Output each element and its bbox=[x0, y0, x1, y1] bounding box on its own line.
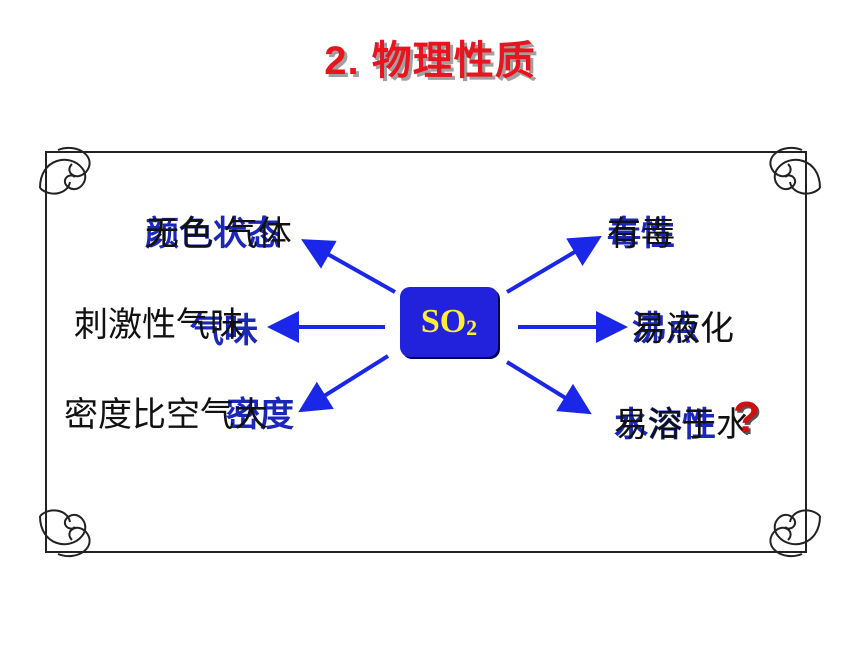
node-liquefaction-heading: 沸点 bbox=[632, 309, 700, 349]
node-color-state-text: 无色 气体 bbox=[145, 214, 292, 254]
node-toxicity-text: 有毒 bbox=[607, 214, 675, 254]
node-odor-text: 刺激性气味 bbox=[74, 305, 244, 345]
corner-ornament-bottom-left bbox=[39, 509, 91, 558]
corner-ornament-top-right bbox=[769, 146, 821, 195]
frame-border bbox=[45, 151, 807, 553]
node-solubility-text: 易溶于水 bbox=[614, 405, 750, 445]
arrow-to-solubility bbox=[505, 360, 592, 415]
node-toxicity: 毒性 有毒 bbox=[607, 217, 675, 251]
node-liquefaction-text: 易液化 bbox=[632, 309, 734, 349]
corner-ornament-top-left bbox=[39, 146, 91, 195]
node-odor-heading: 气味 bbox=[190, 311, 258, 351]
node-solubility-heading: 水溶性 bbox=[614, 405, 716, 445]
node-density-text: 密度比空气大 bbox=[64, 395, 268, 435]
corner-ornament-bottom-right bbox=[769, 509, 821, 558]
formula-text: SO bbox=[420, 303, 467, 340]
node-odor: 气味 刺激性气味 bbox=[74, 305, 258, 348]
formula-subscript: 2 bbox=[466, 315, 478, 340]
question-mark-icon: ? bbox=[733, 393, 760, 442]
arrow-to-toxicity bbox=[505, 235, 602, 294]
arrow-to-color-state bbox=[301, 239, 396, 294]
slide-title: 2. 物理性质 bbox=[324, 39, 536, 83]
node-solubility: 水溶性 易溶于水 bbox=[614, 408, 750, 442]
node-color-state: 颜色状态 无色 气体 bbox=[145, 217, 292, 251]
node-density: 密度 密度比空气大 bbox=[64, 395, 294, 435]
node-density-heading: 密度 bbox=[226, 395, 294, 435]
node-toxicity-heading: 毒性 bbox=[607, 214, 675, 254]
node-liquefaction: 沸点 易液化 bbox=[632, 312, 734, 346]
node-color-state-heading: 颜色状态 bbox=[145, 214, 281, 254]
arrow-to-density bbox=[298, 354, 390, 413]
